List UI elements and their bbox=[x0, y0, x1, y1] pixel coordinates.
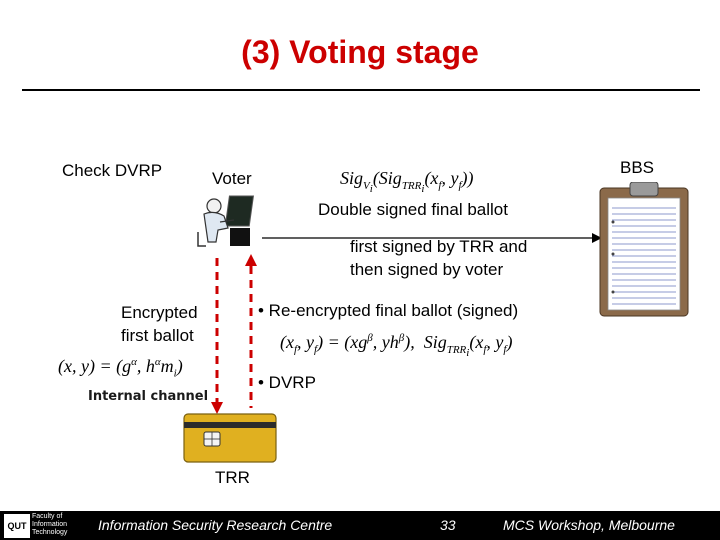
voter-to-bbs-arrow bbox=[262, 233, 602, 243]
page-number: 33 bbox=[440, 517, 456, 533]
qut-logo: QUT bbox=[4, 514, 30, 538]
bulletin-board-clipboard-icon bbox=[599, 182, 689, 317]
dvrp-label: • DVRP bbox=[258, 373, 316, 392]
footer-centre: Information Security Research Centre bbox=[98, 517, 333, 533]
internal-channel-arrows bbox=[211, 254, 257, 414]
encrypted-label-line2: first ballot bbox=[121, 326, 194, 345]
signature-formula: SigVi(SigTRRi(xf, yf)) bbox=[340, 168, 474, 195]
double-signed-label: Double signed final ballot bbox=[318, 200, 508, 219]
voter-computer-icon bbox=[197, 195, 255, 247]
slide-title: (3) Voting stage bbox=[241, 34, 479, 70]
title-divider bbox=[22, 89, 700, 91]
trr-smart-card-icon bbox=[183, 413, 277, 463]
trr-label: TRR bbox=[215, 468, 250, 487]
voter-label: Voter bbox=[212, 169, 252, 188]
encrypted-label-line1: Encrypted bbox=[121, 303, 198, 322]
bbs-label: BBS bbox=[620, 158, 655, 177]
footer-bar: QUT Faculty of Information Technology In… bbox=[0, 511, 720, 540]
reencryption-formula: (xf, yf) = (xgβ, yhβ), SigTRRi(xf, yf) bbox=[280, 332, 513, 359]
faculty-text: Faculty of Information Technology bbox=[32, 513, 68, 536]
reencrypted-label: • Re-encrypted final ballot (signed) bbox=[258, 301, 519, 320]
check-dvrp-label: Check DVRP bbox=[62, 161, 163, 180]
internal-channel-label: Internal channel bbox=[88, 389, 209, 404]
ballot-encryption-formula: (x, y) = (gα, hαmi) bbox=[58, 356, 183, 380]
first-signed-line2: then signed by voter bbox=[350, 260, 504, 279]
footer-workshop: MCS Workshop, Melbourne bbox=[503, 517, 675, 533]
first-signed-line1: first signed by TRR and bbox=[350, 237, 528, 256]
